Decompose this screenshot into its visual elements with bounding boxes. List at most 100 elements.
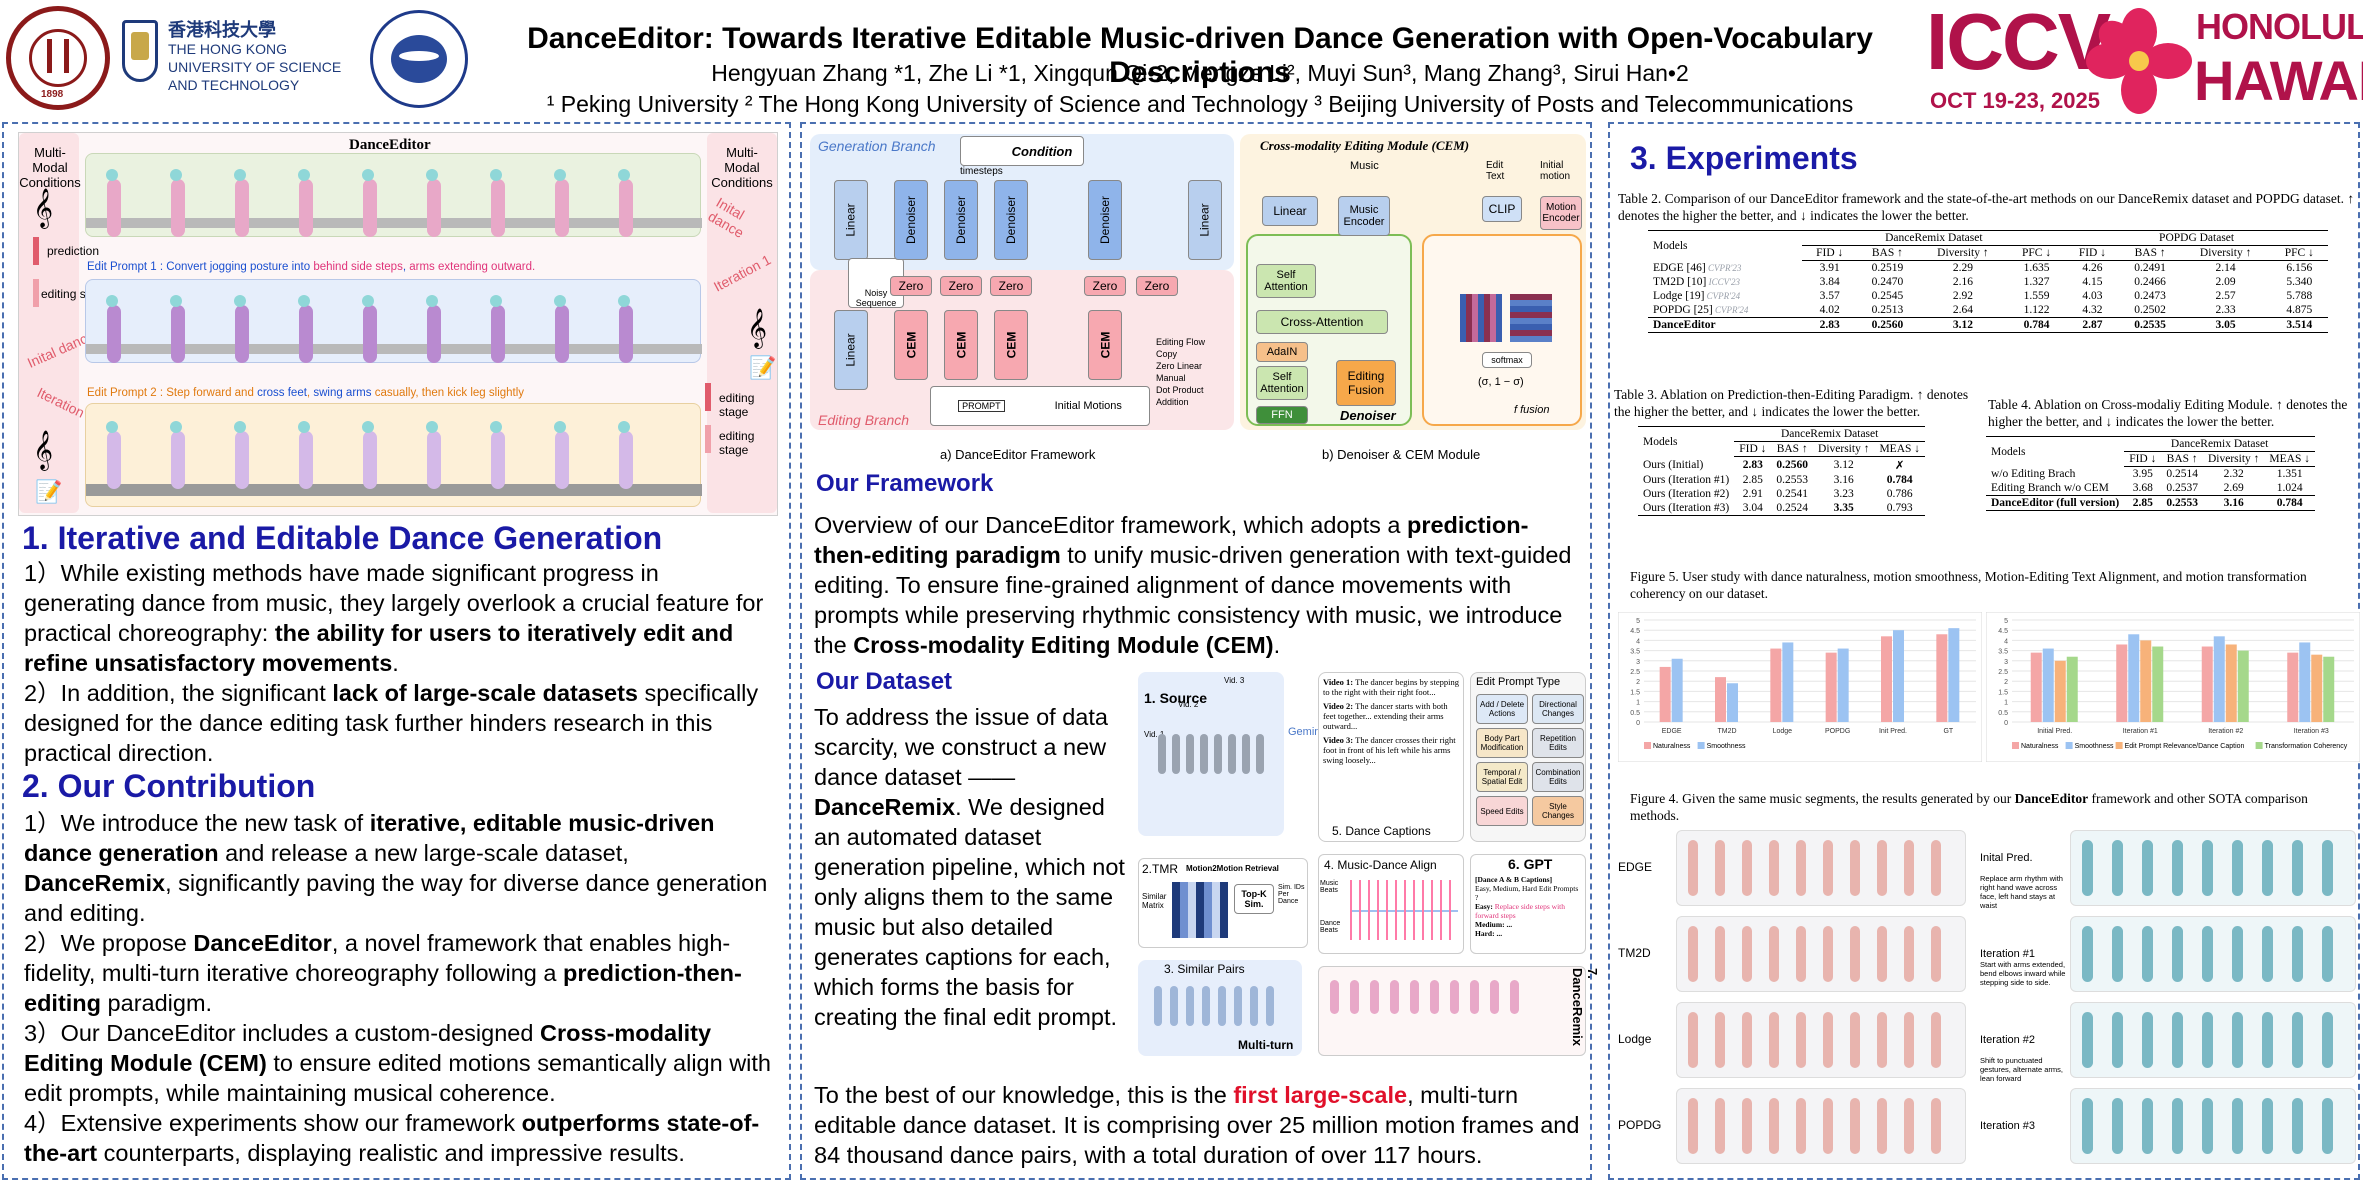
stage-label: Iteration #1 — [1980, 948, 2036, 960]
figure5-caption: Figure 5. User study with dance naturaln… — [1630, 569, 2307, 601]
y-tick-label: 5 — [2004, 618, 2008, 625]
y-tick-label: 3 — [2004, 659, 2008, 666]
adain-box: AdaIN — [1256, 342, 1308, 362]
dancer-figure — [1796, 840, 1806, 896]
bar — [1936, 634, 1948, 722]
denoiser-box: Denoiser — [1088, 180, 1122, 260]
linear-box-top: Linear — [834, 180, 868, 260]
table-cell: 2.32 — [2223, 468, 2244, 480]
similarity-matrix — [1172, 882, 1228, 938]
dancer-head — [490, 295, 502, 307]
table-cell: 4.15 — [2082, 276, 2103, 288]
bar — [1770, 648, 1782, 722]
table-cell: 4.875 — [2286, 304, 2313, 316]
denoiser-label: Denoiser — [954, 195, 968, 245]
hkust-logo: 香港科技大學 THE HONG KONG UNIVERSITY OF SCIEN… — [122, 16, 362, 100]
dancer-figure — [491, 431, 505, 489]
dancer-figure — [1186, 734, 1194, 774]
dancer-figure — [107, 179, 121, 237]
dancer-head — [426, 421, 438, 433]
table-cell: 0.2524 — [1771, 501, 1814, 516]
ds-p-c: . We designed an automated dataset gener… — [814, 794, 1125, 1030]
figure4-caption: Figure 4. Given the same music segments,… — [1630, 790, 2350, 824]
hkust-chinese-name: 香港科技大學 — [168, 20, 276, 40]
right-conditions-label: Multi-Modal Conditions — [711, 145, 773, 190]
dancer-figure — [1158, 734, 1166, 774]
dancer-figure — [1931, 926, 1941, 982]
edit-prompt-2-text-e: casually, then kick leg slightly — [374, 387, 525, 399]
dancer-figure — [1769, 840, 1779, 896]
column-header: BAS ↑ — [1771, 441, 1814, 457]
column-header: Models — [1986, 436, 2125, 467]
dancer-figure — [2172, 840, 2183, 896]
table2-caption: Table 2. Comparison of our DanceEditor f… — [1618, 191, 2355, 223]
row-label: Ours (Iteration #2) — [1643, 488, 1730, 500]
dancer-figure — [1688, 1098, 1698, 1154]
x-tick-label: Iteration #3 — [2294, 728, 2329, 735]
stage-label: Inital Pred. — [1980, 852, 2033, 864]
column-header: FID ↓ — [1802, 245, 1857, 261]
column-method: Generation Branch Editing Branch Conditi… — [800, 122, 1600, 1180]
dancer-figure — [2172, 1012, 2183, 1068]
motion-encoder-label: Motion Encoder — [1542, 202, 1580, 224]
edit-prompt-2-text-c: , — [306, 387, 311, 399]
y-tick-label: 1 — [2004, 700, 2008, 707]
zero-box: Zero — [1084, 276, 1126, 296]
dancer-figure — [491, 179, 505, 237]
edit-note-icon: 📝 — [35, 479, 63, 504]
denoiser-label: Denoiser — [1098, 195, 1112, 245]
dancer-figure — [2142, 1098, 2153, 1154]
bar — [2201, 646, 2213, 722]
dancer-figure — [1823, 1098, 1833, 1154]
edit-type-item: Add / Delete Actions — [1476, 694, 1528, 724]
bar — [2237, 650, 2249, 722]
legend-item: Dot Product — [1156, 385, 1204, 395]
x-tick-label: Iteration #1 — [2123, 728, 2158, 735]
table-cell: 4.02 — [1819, 304, 1840, 316]
table-cell: 0.793 — [1874, 501, 1926, 516]
dancer-figure — [2082, 840, 2093, 896]
section1-title: 1. Iterative and Editable Dance Generati… — [22, 520, 663, 556]
bar — [1715, 677, 1726, 722]
table-cell: 2.29 — [1952, 262, 1973, 274]
hkust-name-line2: UNIVERSITY OF SCIENCE — [168, 59, 342, 75]
bar — [1825, 652, 1837, 722]
section1-paragraph2: 2）In addition, the significant lack of l… — [24, 678, 776, 768]
prediction-legend: prediction — [47, 244, 100, 258]
gpt-text2: Easy, Medium, Hard Edit Prompts ? — [1475, 884, 1579, 902]
dataset-paragraph: To address the issue of data scarcity, w… — [814, 702, 1128, 1032]
bar — [1727, 683, 1738, 722]
y-tick-label: 4.5 — [1630, 628, 1640, 635]
caption-cem: b) Denoiser & CEM Module — [1322, 447, 1481, 462]
gpt-label: 6. GPT — [1508, 856, 1553, 872]
dancer-figure — [2322, 1098, 2333, 1154]
video2-text: The dancer starts with both feet togethe… — [1323, 701, 1448, 731]
music-encoder-label: Music Encoder — [1343, 204, 1385, 228]
dancer-figure — [235, 179, 249, 237]
dancer-figure — [299, 179, 313, 237]
c3-b: Cross-modality Editing Module (CEM) — [24, 1020, 712, 1076]
dancer-figure — [299, 431, 313, 489]
editing-branch-label: Editing Branch — [818, 412, 910, 428]
dancer-head — [170, 295, 182, 307]
generation-branch-label: Generation Branch — [818, 138, 936, 154]
dancer-head — [426, 295, 438, 307]
self-attention-box: Self Attention — [1256, 264, 1316, 298]
cross-attention-label: Cross-Attention — [1280, 315, 1364, 329]
table-cell: 0.2553 — [1776, 474, 1809, 486]
edit-prompt-1-text-c: , — [402, 261, 407, 273]
dancer-figure — [1796, 926, 1806, 982]
dancer-figure — [1330, 980, 1339, 1014]
dancer-figure — [2262, 1098, 2273, 1154]
edit-type-item: Repetition Edits — [1532, 728, 1584, 758]
adain-label: AdaIN — [1266, 346, 1298, 358]
dancer-figure — [491, 305, 505, 363]
dancer-figure — [2232, 840, 2243, 896]
table-cell: 4.32 — [2082, 304, 2103, 316]
column-header: BAS ↑ — [2161, 451, 2203, 467]
edit-prompt-2: Edit Prompt 2 : Step forward and cross f… — [87, 387, 524, 399]
dancer-figure — [1510, 980, 1519, 1014]
